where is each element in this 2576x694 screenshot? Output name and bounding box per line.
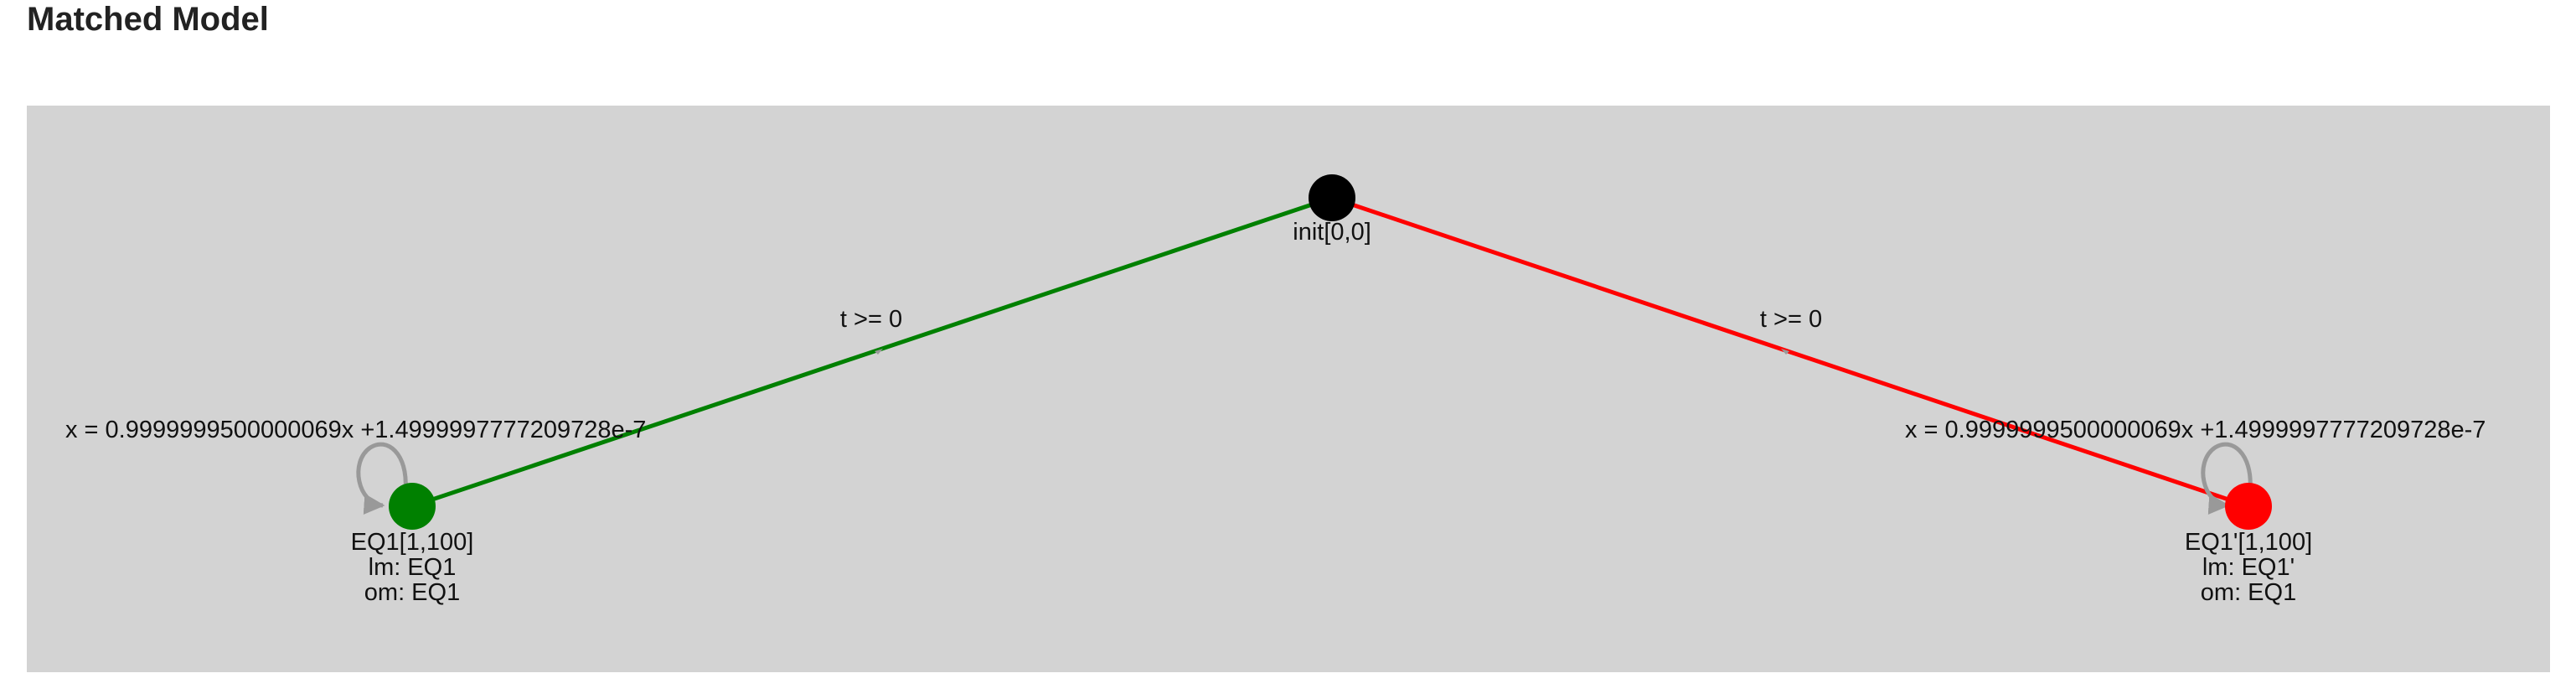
- graph-canvas[interactable]: t >= 0 t >= 0 x = 0.9999999500000069x +1…: [27, 106, 2550, 672]
- edge-init-to-eq1prime[interactable]: [1331, 195, 2249, 509]
- edge-arrow-mark-left: [875, 349, 883, 355]
- edge-arrow-mark-right: [1781, 349, 1789, 355]
- node-label-eq1: EQ1[1,100]: [351, 529, 474, 556]
- self-loop-eq1prime[interactable]: [2201, 442, 2253, 515]
- node-label-eq1prime: EQ1'[1,100]: [2185, 529, 2312, 556]
- edge-label-init-eq1prime: t >= 0: [1760, 306, 1822, 333]
- self-loop-label-eq1: x = 0.9999999500000069x +1.4999997777209…: [65, 417, 646, 443]
- node-om-eq1prime: om: EQ1: [2201, 579, 2296, 606]
- node-eq1prime[interactable]: [2225, 483, 2272, 530]
- node-lm-eq1prime: lm: EQ1': [2202, 554, 2295, 581]
- self-loop-label-eq1prime: x = 0.9999999500000069x +1.4999997777209…: [1905, 417, 2486, 443]
- node-lm-eq1: lm: EQ1: [369, 554, 457, 581]
- node-eq1[interactable]: [389, 483, 436, 530]
- edge-label-init-eq1: t >= 0: [840, 306, 902, 333]
- edge-init-to-eq1[interactable]: [411, 195, 1333, 509]
- page-title: Matched Model: [27, 1, 269, 38]
- self-loop-eq1[interactable]: [356, 442, 408, 515]
- graph-svg: t >= 0 t >= 0 x = 0.9999999500000069x +1…: [65, 174, 2486, 606]
- node-label-init: init[0,0]: [1293, 219, 1371, 246]
- node-init[interactable]: [1309, 174, 1355, 221]
- node-om-eq1: om: EQ1: [364, 579, 460, 606]
